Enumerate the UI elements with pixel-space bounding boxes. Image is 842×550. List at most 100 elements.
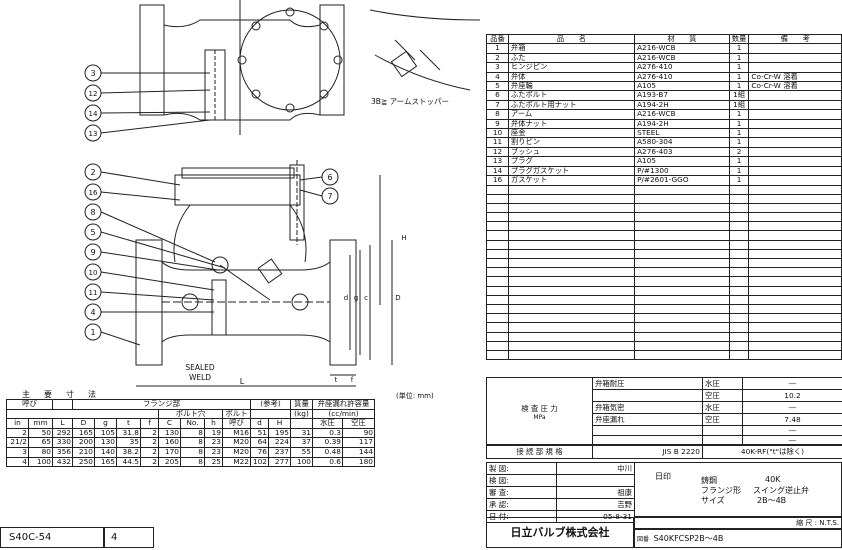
bom-cell <box>486 221 509 232</box>
bom-cell <box>486 349 509 361</box>
approval-row: 検 図: <box>486 474 635 487</box>
bom-cell <box>634 248 730 260</box>
dim-header-cell: mm <box>28 418 53 429</box>
bom-cell <box>748 349 842 361</box>
bom-cell <box>748 285 842 296</box>
pressure-row: 弁箱気密水圧― <box>487 401 842 414</box>
bom-blank-row <box>486 239 842 250</box>
product-rating: 40K <box>765 475 781 484</box>
dim-cell: 432 <box>52 456 73 468</box>
bom-cell: Co-Cr-W 溶着 <box>748 81 842 92</box>
approval-cell: 審 査: <box>486 486 557 499</box>
dim-L: L <box>240 377 245 386</box>
bom-cell: A105 <box>634 81 730 92</box>
bom-cell <box>486 230 509 241</box>
bom-cell: 1 <box>728 165 750 177</box>
bom-cell <box>748 118 842 130</box>
bom-cell: Co-Cr-W 溶着 <box>748 71 842 83</box>
callout-10: 10 <box>89 269 98 277</box>
dim-cell: 100 <box>290 456 313 468</box>
bom-cell: 7 <box>486 99 509 111</box>
dim-h-flange: フランジ部 <box>72 399 251 410</box>
bom-cell <box>486 322 509 333</box>
bom-cell: A194-2H <box>634 99 730 111</box>
bom-blank-row <box>486 193 842 204</box>
bom-cell <box>486 303 509 315</box>
approval-cell: 承 認: <box>486 498 557 511</box>
dim-cell: 25 <box>204 456 223 468</box>
bom-cell <box>634 331 730 342</box>
bom-cell <box>507 340 636 351</box>
bom-cell <box>748 193 842 204</box>
pressure-cell: 弁箱気密 <box>592 401 703 414</box>
dim-cell: 8 <box>180 456 205 468</box>
dim-cell: 205 <box>158 456 181 468</box>
dim-h-mass: 質量 <box>290 399 313 410</box>
bom-cell <box>634 322 730 333</box>
bom-cell <box>728 313 750 324</box>
callout-11: 11 <box>89 289 98 297</box>
bom-cell <box>634 303 730 315</box>
bom-blank-row <box>486 322 842 333</box>
callout-16: 16 <box>89 189 98 197</box>
bom-cell: 1 <box>728 71 750 83</box>
dim-header-cell: 空圧 <box>342 418 375 429</box>
approval-cell: 吉野 <box>556 498 635 511</box>
bom-cell: アーム <box>507 109 636 120</box>
bom-header-name: 品 名 <box>507 33 636 45</box>
pressure-cell: 弁箱耐圧 <box>592 377 703 390</box>
bom-cell <box>728 257 750 269</box>
drawing-no-cell: 図番 S40KFCSP2B〜4B <box>634 529 842 548</box>
connection-type: 40K-RF("t"は除く) <box>702 444 842 459</box>
bom-cell: 14 <box>486 165 509 177</box>
dim-cell: 38.2 <box>116 446 141 458</box>
bom-cell <box>507 193 636 204</box>
bom-header-remarks: 備 考 <box>748 33 842 45</box>
arm-stopper-detail <box>369 9 480 91</box>
bom-cell <box>507 313 636 324</box>
bom-cell <box>634 212 730 223</box>
pressure-cell: 空圧 <box>702 389 743 402</box>
bom-cell: 11 <box>486 137 509 148</box>
bom-cell <box>486 331 509 342</box>
dimensions-table: 呼び フランジ部 (参考) 質量 弁座漏れ許容量 ボルト穴 ボルト (kg) (… <box>6 399 375 468</box>
view-note: 3B≧ アームストッパー <box>371 97 449 106</box>
pressure-cell <box>702 425 743 436</box>
bom-cell <box>634 202 730 214</box>
bom-cell <box>748 146 842 158</box>
bom-cell: 1 <box>728 109 750 120</box>
bom-cell <box>748 99 842 111</box>
valve-drawing: 3 12 14 13 2 16 8 5 9 10 11 4 1 6 7 3B≧ … <box>84 0 480 387</box>
bom-cell <box>728 340 750 351</box>
dim-cell: 0.48 <box>312 446 343 458</box>
bom-cell <box>728 193 750 204</box>
dim-header-cell: No. <box>180 418 205 429</box>
dim-header-cell: d <box>250 418 269 429</box>
dim-cell: 102 <box>250 456 269 468</box>
bom-cell <box>748 322 842 333</box>
pressure-cell: 水圧 <box>702 401 743 414</box>
callout-8: 8 <box>90 208 95 217</box>
approval-cell <box>556 474 635 487</box>
bom-cell <box>748 165 842 177</box>
bom-cell <box>748 267 842 278</box>
bom-blank-row <box>486 248 842 260</box>
callout-4: 4 <box>90 308 95 317</box>
dim-cell: 3 <box>6 446 29 458</box>
bom-cell <box>728 230 750 241</box>
bom-cell <box>748 313 842 324</box>
bom-cell <box>748 62 842 73</box>
bom-cell <box>507 331 636 342</box>
dim-d: d <box>344 294 348 302</box>
bom-blank-row <box>486 276 842 287</box>
pressure-cell: ― <box>742 425 842 436</box>
dim-cell: 44.5 <box>116 456 141 468</box>
bom-cell <box>634 294 730 305</box>
bom-cell <box>728 202 750 214</box>
